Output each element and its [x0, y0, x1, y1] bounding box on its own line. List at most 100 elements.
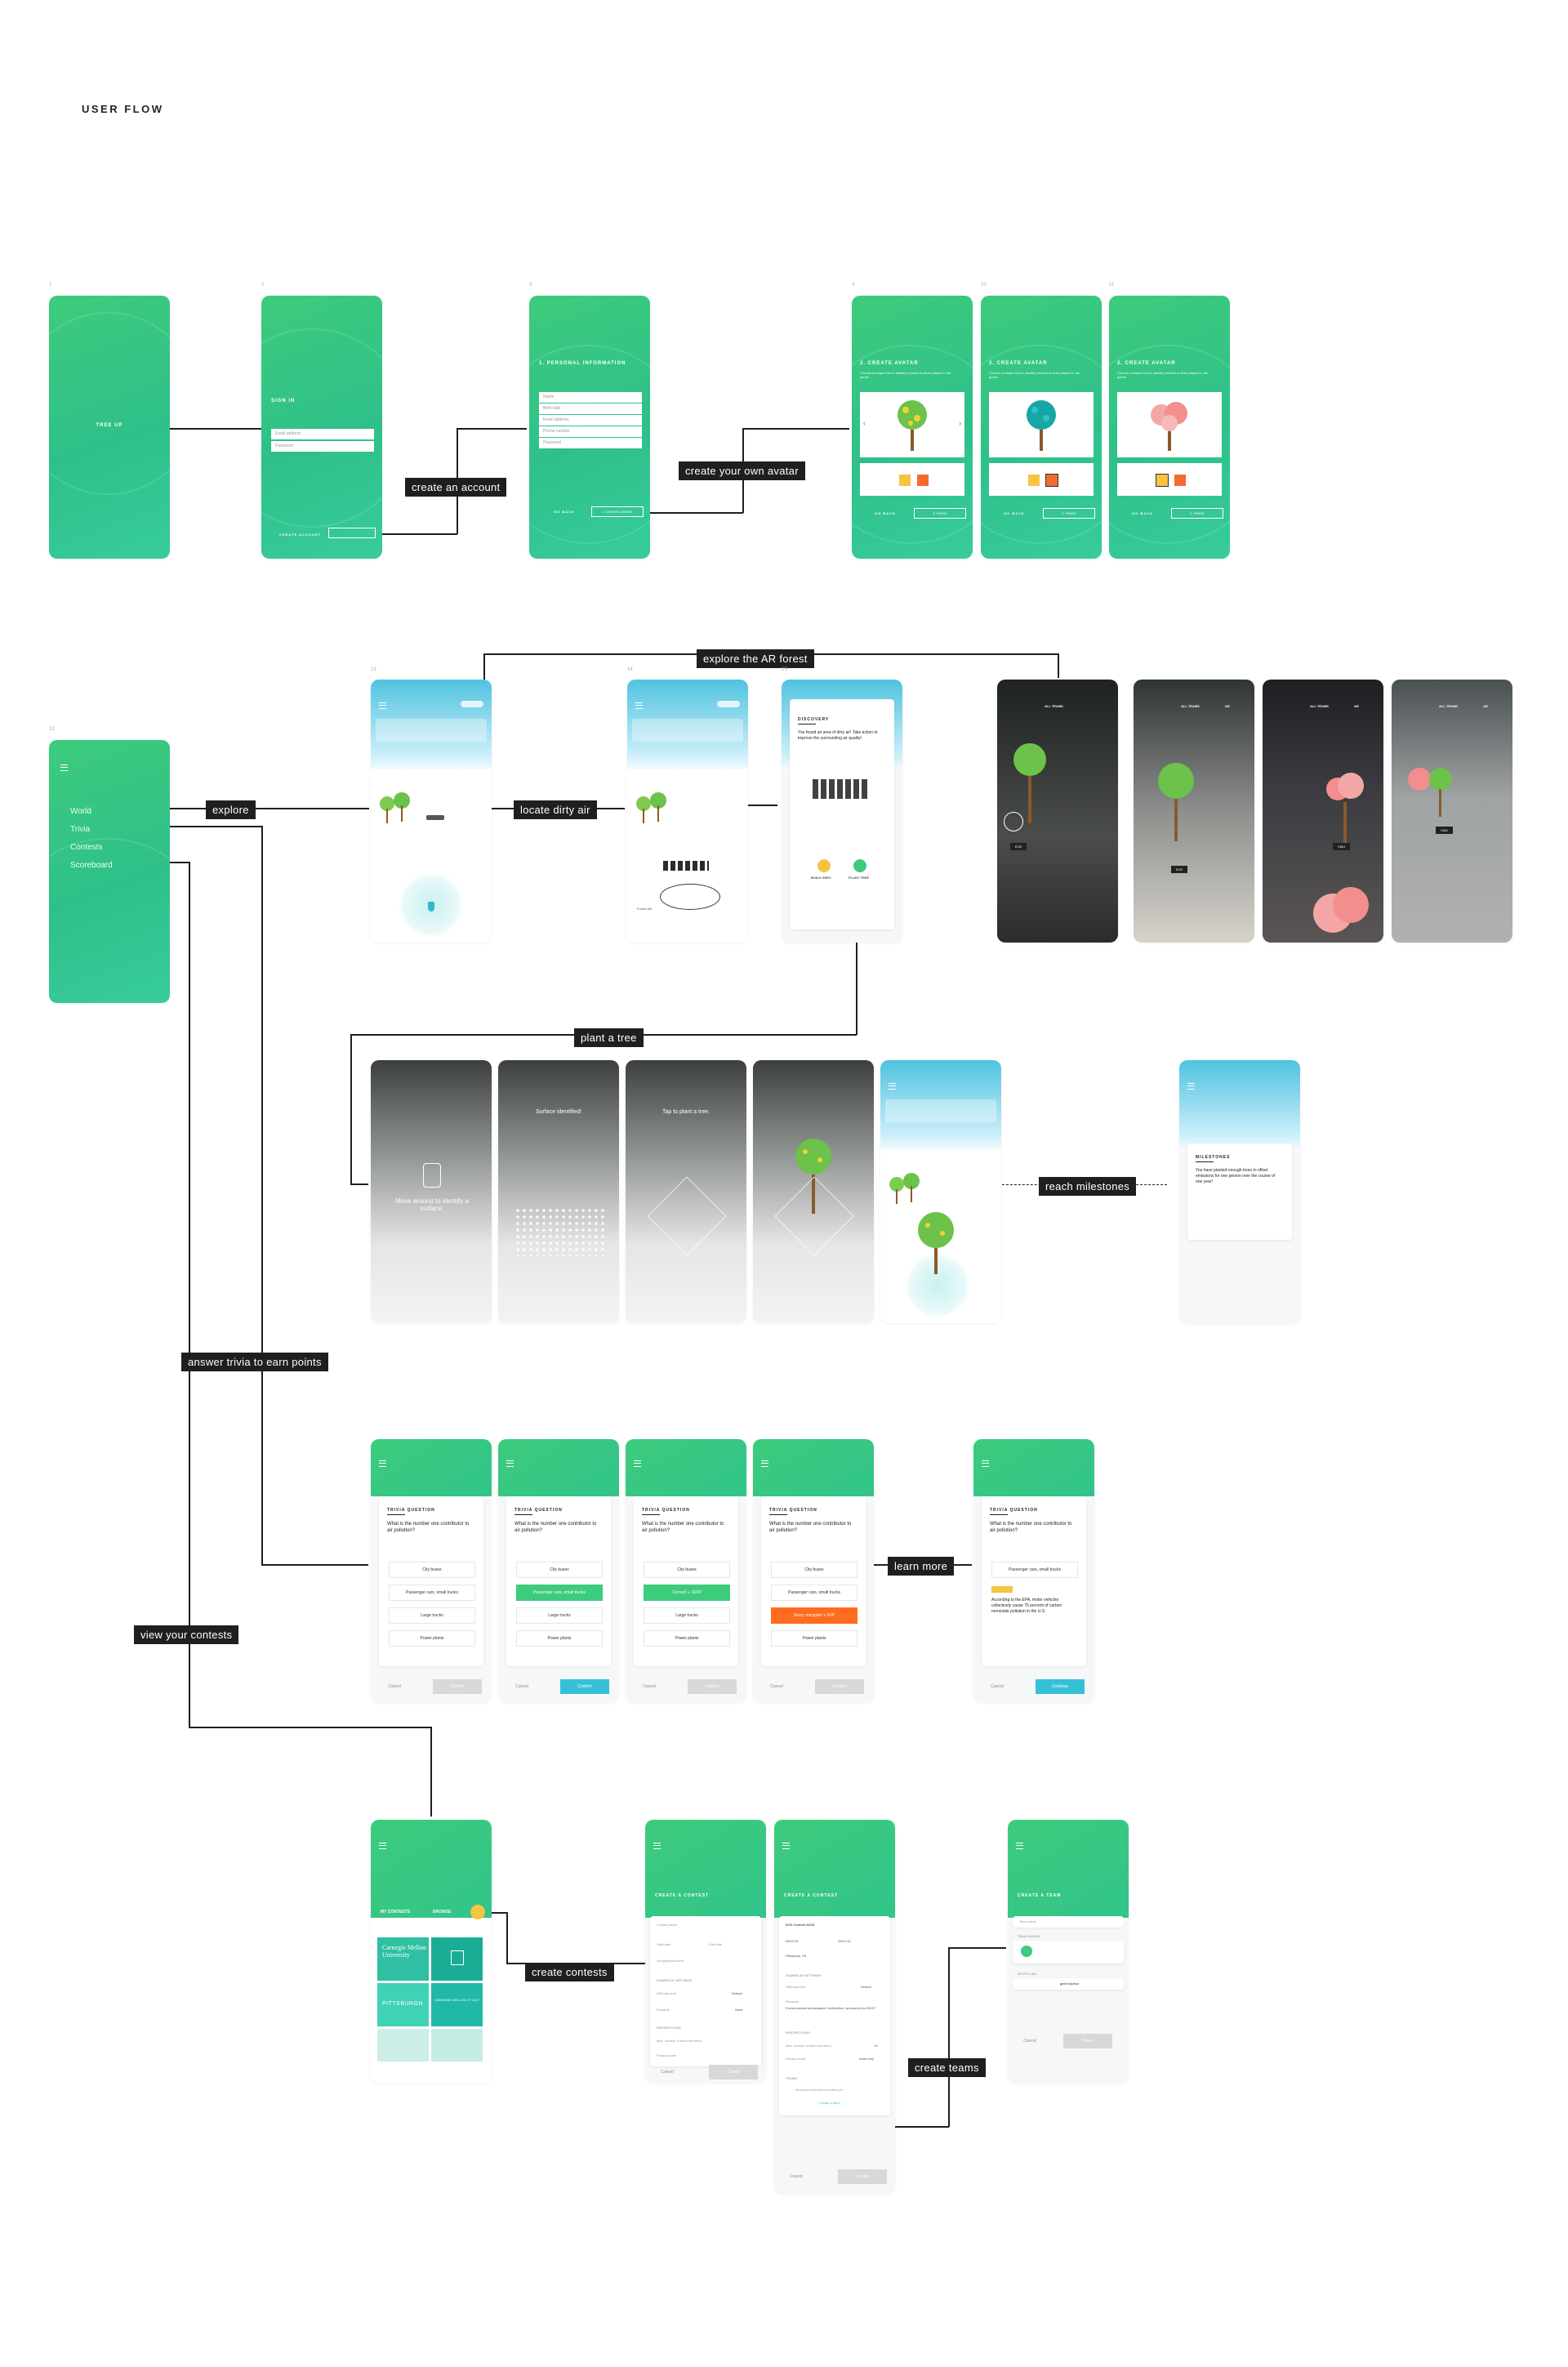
- confirm-button[interactable]: Confirm: [688, 1679, 737, 1694]
- team-name-field[interactable]: Team name: [1013, 1916, 1124, 1928]
- max-members-field[interactable]: 10: [874, 2044, 878, 2048]
- trivia-option-selected[interactable]: Passenger cars, small trucks: [516, 1585, 603, 1601]
- team-avatar-picker[interactable]: [1013, 1941, 1124, 1964]
- cancel-button[interactable]: Cancel: [388, 1684, 401, 1689]
- password-field[interactable]: Password: [271, 441, 374, 452]
- tab-browse[interactable]: BROWSE: [433, 1910, 452, 1915]
- placement-reticle[interactable]: [647, 1176, 727, 1256]
- create-button[interactable]: Create: [709, 2065, 758, 2079]
- plant-tree-icon[interactable]: [853, 859, 866, 872]
- email-field[interactable]: Email address: [271, 429, 374, 439]
- color-swatch[interactable]: [1174, 475, 1186, 486]
- rewards-select[interactable]: None: [735, 2008, 743, 2012]
- cancel-button[interactable]: Cancel: [643, 1684, 656, 1689]
- contest-tile[interactable]: PITTSBURGH: [377, 1983, 429, 2026]
- finish-button[interactable]: 3. FINISH: [1171, 508, 1223, 519]
- start-date-field[interactable]: Start date: [657, 1942, 671, 1946]
- rewards-select[interactable]: Environmental Ambassador Certification, …: [786, 2006, 875, 2010]
- menu-item-scoreboard[interactable]: Scoreboard: [70, 861, 113, 870]
- menu-item-trivia[interactable]: Trivia: [70, 825, 91, 834]
- hamburger-icon[interactable]: [982, 1460, 989, 1467]
- hamburger-icon[interactable]: [634, 1460, 641, 1467]
- confirm-button[interactable]: Confirm: [433, 1679, 482, 1694]
- difficulty-select[interactable]: Default: [861, 1985, 871, 1989]
- dirty-air-cloud[interactable]: [663, 861, 709, 871]
- contest-tile[interactable]: [431, 1937, 483, 1981]
- build-grey-icon[interactable]: [817, 859, 831, 872]
- birth-date-field[interactable]: Birth date: [539, 403, 642, 414]
- cancel-button[interactable]: Cancel: [790, 2174, 803, 2179]
- contest-tile[interactable]: CARNEGIE MELLON CY 2017: [431, 1983, 483, 2026]
- cancel-button[interactable]: Cancel: [661, 2070, 674, 2075]
- hamburger-icon[interactable]: [635, 702, 643, 709]
- create-button[interactable]: Create: [838, 2169, 887, 2184]
- finish-button[interactable]: 3. FINISH: [1043, 508, 1095, 519]
- cancel-button[interactable]: Cancel: [770, 1684, 783, 1689]
- invite-link-field[interactable]: green.ly/ece: [1013, 1978, 1124, 1990]
- name-field[interactable]: Name: [539, 392, 642, 403]
- password-field[interactable]: Password: [539, 438, 642, 448]
- end-date-field[interactable]: 05/31/19: [838, 1939, 851, 1943]
- color-swatch[interactable]: [1028, 475, 1040, 486]
- cancel-button[interactable]: Cancel: [515, 1684, 528, 1689]
- confirm-button[interactable]: Confirm: [815, 1679, 864, 1694]
- trivia-option[interactable]: Power plants: [644, 1630, 730, 1647]
- end-date-field[interactable]: End date: [709, 1942, 723, 1946]
- trivia-option[interactable]: Power plants: [389, 1630, 475, 1647]
- finish-button[interactable]: 3. FINISH: [914, 508, 966, 519]
- trivia-option[interactable]: City buses: [516, 1562, 603, 1578]
- privacy-field[interactable]: Privacy mode: [657, 2053, 677, 2057]
- trivia-option[interactable]: City buses: [644, 1562, 730, 1578]
- trivia-option[interactable]: Passenger cars, small trucks: [389, 1585, 475, 1601]
- email-field[interactable]: Email address: [539, 415, 642, 426]
- contest-tile[interactable]: Carnegie Mellon University: [377, 1937, 429, 1981]
- trivia-option[interactable]: Large trucks: [644, 1607, 730, 1624]
- menu-item-world[interactable]: World: [70, 807, 91, 816]
- hamburger-icon[interactable]: [782, 1843, 790, 1849]
- hamburger-icon[interactable]: [761, 1460, 768, 1467]
- cancel-button[interactable]: Cancel: [1023, 2039, 1036, 2044]
- done-button[interactable]: Done: [1063, 2034, 1112, 2048]
- ar-toggle[interactable]: [461, 701, 483, 707]
- trivia-option[interactable]: Large trucks: [516, 1607, 603, 1624]
- location-field[interactable]: Geographical area: [657, 1959, 684, 1963]
- contest-tile[interactable]: [431, 2029, 483, 2062]
- contest-name-field[interactable]: Contest name: [657, 1923, 677, 1927]
- hamburger-icon[interactable]: [506, 1460, 514, 1467]
- tab-my-contests[interactable]: MY CONTESTS: [381, 1910, 411, 1915]
- color-swatch[interactable]: [899, 475, 911, 486]
- hamburger-icon[interactable]: [60, 764, 68, 771]
- hamburger-icon[interactable]: [889, 1083, 896, 1090]
- color-swatch[interactable]: [917, 475, 929, 486]
- hamburger-icon[interactable]: [1187, 1083, 1195, 1090]
- color-swatch[interactable]: [1045, 474, 1058, 487]
- hamburger-icon[interactable]: [379, 1460, 386, 1467]
- phone-field[interactable]: Phone number: [539, 426, 642, 437]
- location-field[interactable]: Pittsburgh, PA: [786, 1954, 807, 1958]
- continue-button[interactable]: Continue: [1036, 1679, 1085, 1694]
- create-account-link[interactable]: CREATE ACCOUNT: [279, 533, 322, 537]
- start-date-field[interactable]: 05/01/19: [786, 1939, 799, 1943]
- trivia-option[interactable]: City buses: [771, 1562, 858, 1578]
- contest-name-field[interactable]: ECE Contest 20/19: [786, 1923, 815, 1927]
- privacy-field[interactable]: Invite only: [859, 2057, 875, 2061]
- create-team-link[interactable]: + Create a team: [817, 2101, 840, 2105]
- trivia-option[interactable]: Passenger cars, small trucks: [771, 1585, 858, 1601]
- hamburger-icon[interactable]: [379, 1843, 386, 1849]
- hamburger-icon[interactable]: [379, 702, 386, 709]
- sign-in-button[interactable]: [328, 528, 376, 538]
- difficulty-select[interactable]: Default: [732, 1991, 742, 1995]
- menu-item-contests[interactable]: Contests: [70, 843, 103, 852]
- trivia-option[interactable]: Power plants: [771, 1630, 858, 1647]
- cancel-button[interactable]: Cancel: [991, 1684, 1004, 1689]
- chevron-left-icon[interactable]: ‹: [863, 420, 866, 427]
- confirm-button[interactable]: Confirm: [560, 1679, 609, 1694]
- hamburger-icon[interactable]: [653, 1843, 661, 1849]
- hamburger-icon[interactable]: [1016, 1843, 1023, 1849]
- back-button[interactable]: GO BACK: [554, 510, 575, 514]
- trivia-option[interactable]: City buses: [389, 1562, 475, 1578]
- color-swatch[interactable]: [1156, 474, 1169, 487]
- chevron-right-icon[interactable]: ›: [959, 420, 961, 427]
- contest-tile[interactable]: [377, 2029, 429, 2062]
- ar-toggle[interactable]: [717, 701, 740, 707]
